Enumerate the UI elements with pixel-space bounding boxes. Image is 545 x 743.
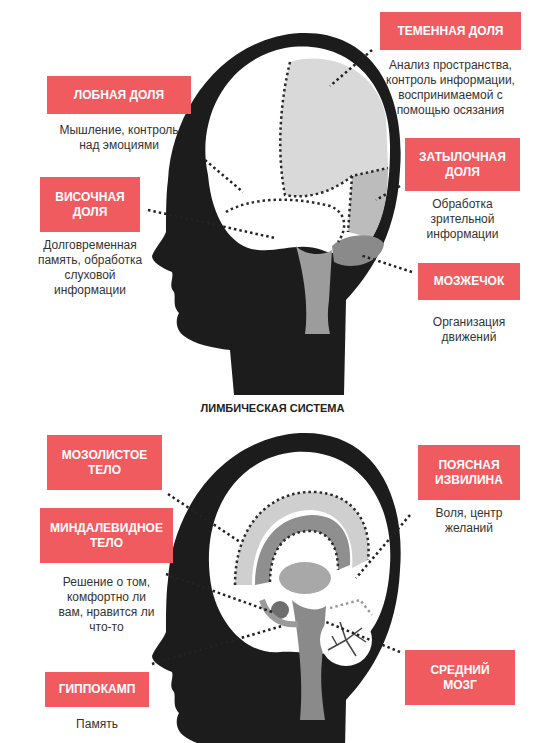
part-name: ВИСОЧНАЯ ДОЛЯ: [48, 190, 132, 220]
part-description: Воля, центр желаний: [414, 506, 524, 536]
callout-label: МОЗОЛИСТОЕ ТЕЛО: [47, 435, 162, 490]
part-description: Решение о том, комфортно ли вам, нравитс…: [57, 575, 157, 635]
part-name: ТЕМЕННАЯ ДОЛЯ: [398, 24, 504, 39]
callout-label: ТЕМЕННАЯ ДОЛЯ Анализ пространства, контро…: [380, 12, 521, 118]
part-description: Организация движений: [414, 315, 524, 345]
label-box: МОЗЖЕЧОК: [418, 263, 520, 300]
label-box: МОЗОЛИСТОЕ ТЕЛО: [47, 435, 162, 490]
part-name: МИНДАЛЕВИДНОЕ ТЕЛО: [48, 521, 165, 551]
callout-label: ГИППОКАМП Память: [45, 672, 149, 732]
callout-label: МОЗЖЕЧОКОрганизация движений: [418, 263, 520, 345]
part-name: ЗАТЫЛОЧНАЯ ДОЛЯ: [413, 150, 512, 180]
label-box: ВИСОЧНАЯ ДОЛЯ: [40, 177, 140, 232]
part-description: Анализ пространства, контроль информации…: [381, 58, 521, 118]
label-box: ТЕМЕННАЯ ДОЛЯ: [380, 12, 521, 50]
label-box: ГИППОКАМП: [45, 672, 149, 707]
label-box: СРЕДНИЙ МОЗГ: [405, 650, 515, 705]
part-description: Долговременная память, обработка слухово…: [35, 238, 145, 298]
part-name: ПОЯСНАЯ ИЗВИЛИНА: [426, 458, 512, 488]
brain-sagittal: [209, 452, 390, 720]
section-heading: ЛИМБИЧЕСКАЯ СИСТЕМА: [0, 402, 545, 414]
leader-lines: [152, 494, 410, 664]
callout-label: ВИСОЧНАЯ ДОЛЯДолговременная память, обра…: [40, 177, 140, 298]
brain-lateral: [205, 47, 390, 334]
part-name: ЛОБНАЯ ДОЛЯ: [74, 88, 164, 103]
part-name: МОЗЖЕЧОК: [434, 274, 505, 289]
callout-label: ЗАТЫЛОЧНАЯ ДОЛЯ Обработка зрительной инфо…: [405, 138, 520, 242]
part-name: ГИППОКАМП: [59, 682, 136, 697]
head-silhouette: [152, 433, 401, 743]
part-name: МОЗОЛИСТОЕ ТЕЛО: [55, 448, 154, 478]
callout-label: СРЕДНИЙ МОЗГ: [405, 650, 515, 705]
label-box: ЗАТЫЛОЧНАЯ ДОЛЯ: [405, 138, 520, 191]
label-box: ЛОБНАЯ ДОЛЯ: [47, 76, 191, 114]
label-box: ПОЯСНАЯ ИЗВИЛИНА: [418, 445, 520, 500]
callout-label: ПОЯСНАЯ ИЗВИЛИНАВоля, центр желаний: [418, 445, 520, 536]
label-box: МИНДАЛЕВИДНОЕ ТЕЛО: [40, 508, 173, 563]
part-name: СРЕДНИЙ МОЗГ: [413, 663, 507, 693]
part-description: Мышление, контроль над эмоциями: [49, 123, 189, 153]
part-description: Обработка зрительной информации: [408, 197, 518, 242]
callout-label: МИНДАЛЕВИДНОЕ ТЕЛО Решение о том, комфорт…: [40, 508, 173, 635]
part-description: Память: [47, 717, 147, 732]
callout-label: ЛОБНАЯ ДОЛЯ Мышление, контроль над эмоция…: [47, 76, 191, 153]
